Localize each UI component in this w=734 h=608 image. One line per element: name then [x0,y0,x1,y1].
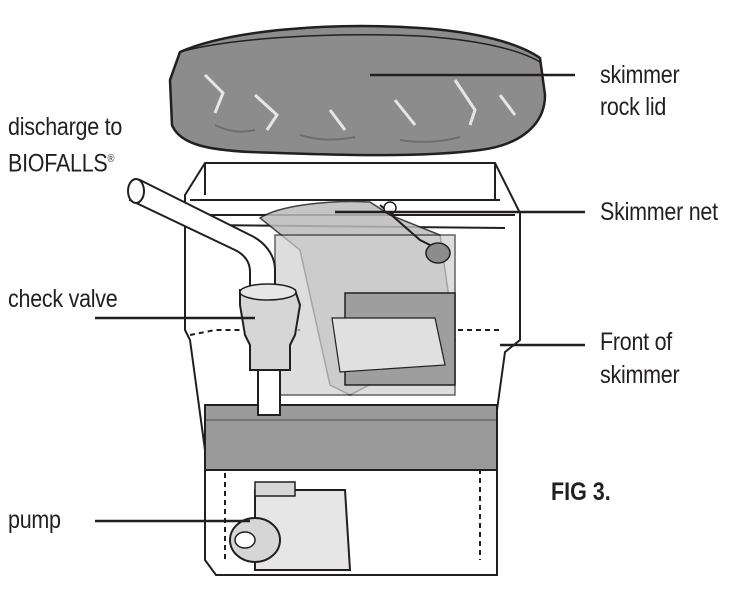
leader-lines [95,73,585,523]
label-front-of-skimmer-2: skimmer [600,361,680,389]
label-check-valve: check valve [8,285,118,313]
label-discharge-1: discharge to [8,113,123,141]
check-valve [239,283,302,416]
skimmer-net [258,200,456,396]
registered-mark: ® [107,153,115,165]
filter-mat [204,404,498,471]
label-skimmer-rock-lid-2: rock lid [600,93,667,121]
label-discharge-biofalls: BIOFALLS [8,149,108,178]
label-front-of-skimmer-1: Front of [600,328,673,356]
label-skimmer-rock-lid-1: skimmer [600,61,680,89]
label-pump: pump [8,506,61,534]
label-discharge-2: BIOFALLS® [8,144,114,178]
skimmer-rock-lid [168,24,547,157]
label-skimmer-net: Skimmer net [600,198,718,226]
figure-label: FIG 3. [551,478,611,506]
pump [229,481,352,571]
